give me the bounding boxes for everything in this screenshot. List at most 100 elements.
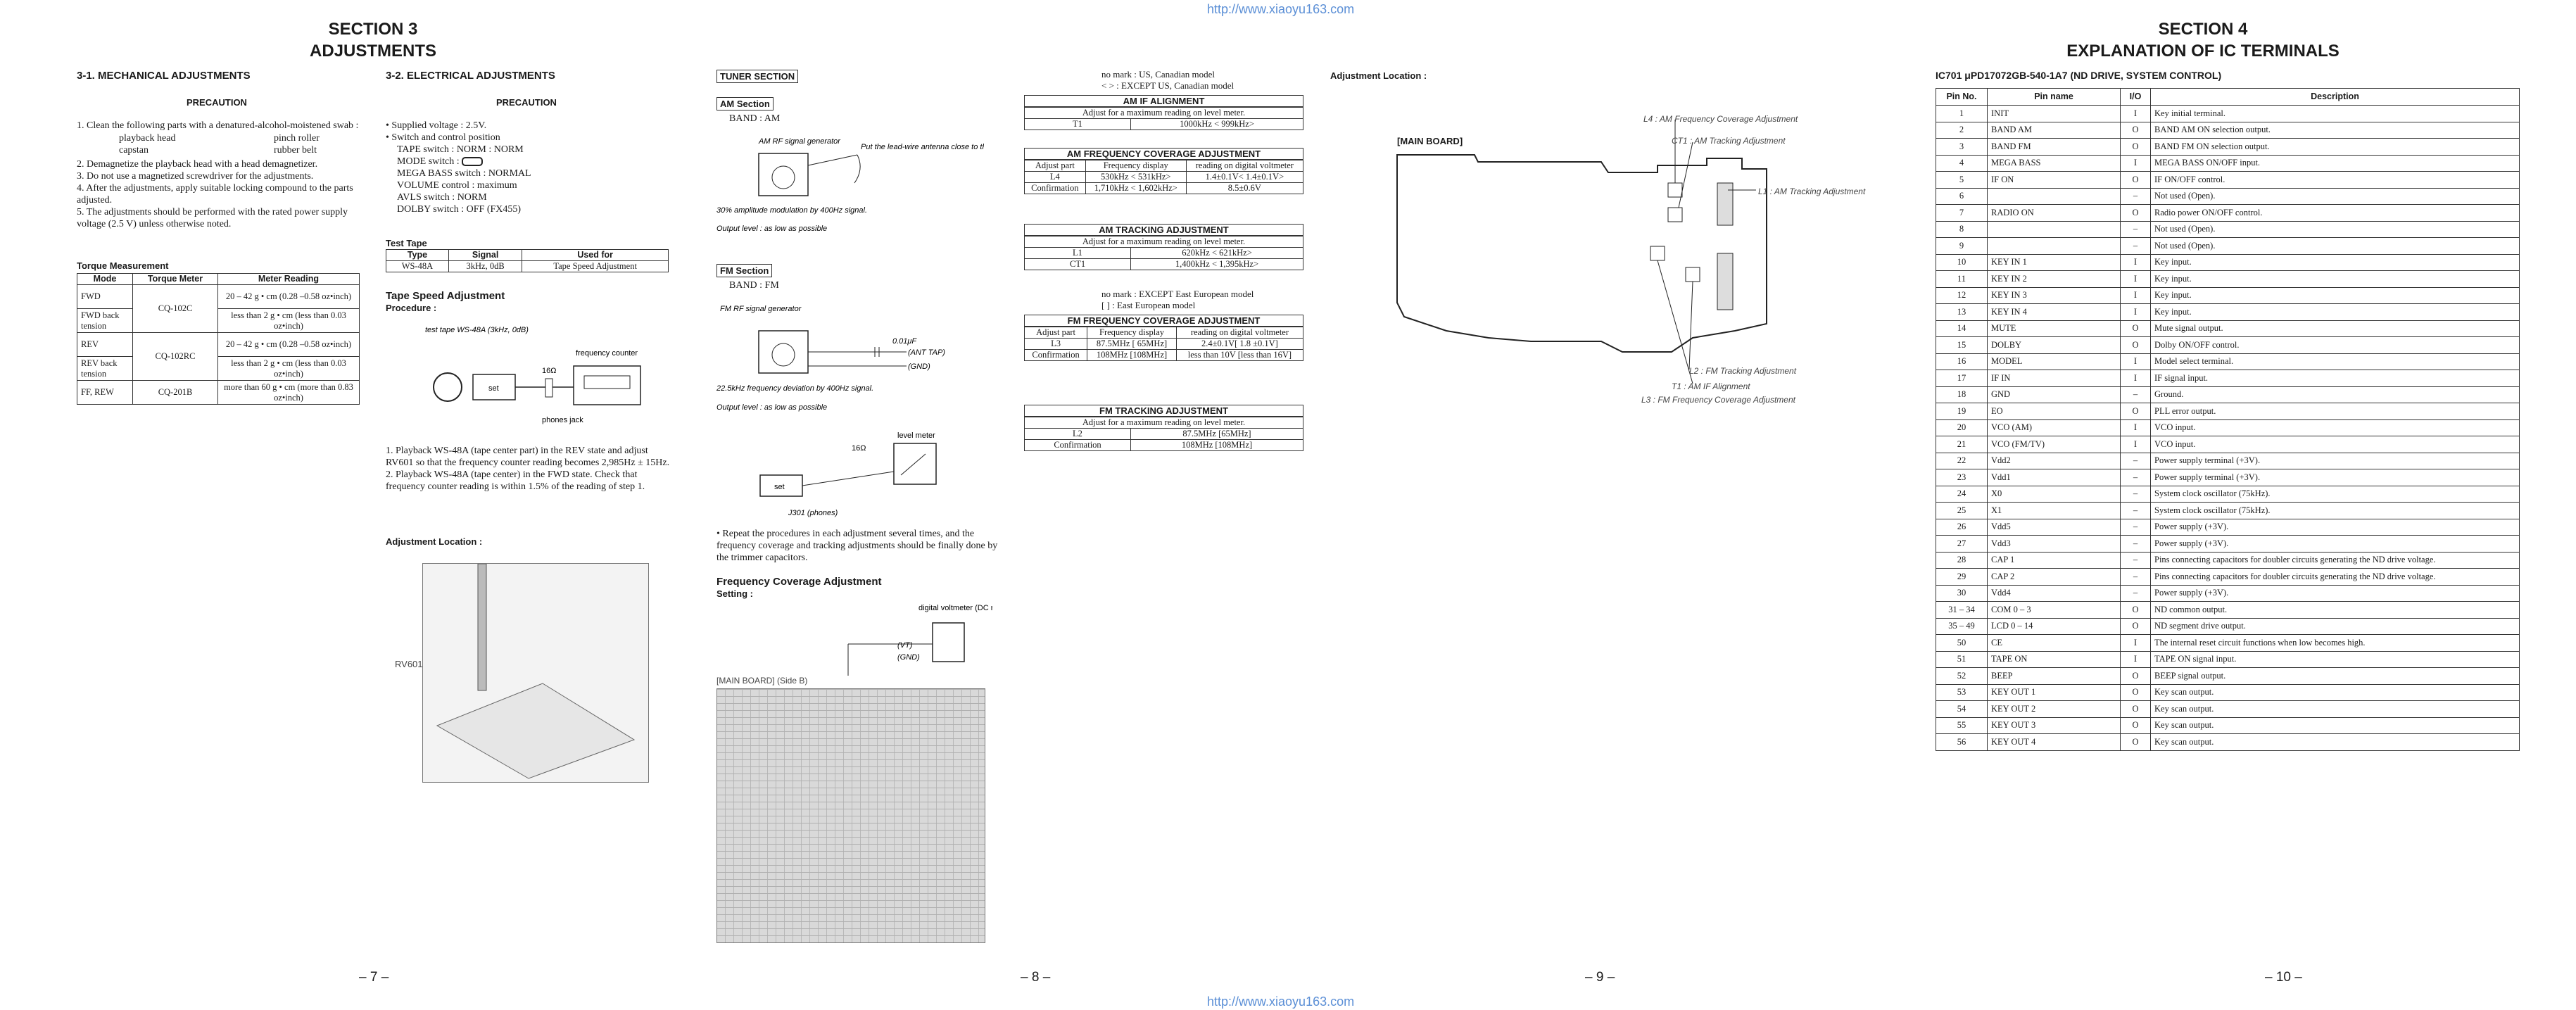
table-cell: reading on digital voltmeter (1175, 327, 1304, 339)
am-if-sub: Adjust for a maximum reading on level me… (1024, 107, 1303, 119)
fm-setup-figure: FM RF signal generator 0.01μF (ANT TAP) … (716, 305, 945, 412)
main-board-outline (1396, 120, 1767, 384)
page-number-10: – 10 – (2265, 970, 2302, 985)
table-cell: O (2120, 667, 2151, 685)
part-playback-head: playback head (119, 133, 176, 144)
table-cell: ND segment drive output. (2150, 617, 2520, 635)
table-cell: 18 (1936, 386, 1988, 403)
section3-line2: ADJUSTMENTS (309, 42, 436, 61)
torque-title: Torque Measurement (77, 260, 169, 271)
section3-line1: SECTION 3 (328, 20, 418, 39)
am-setup-figure: AM RF signal generator Put the lead-wire… (716, 137, 984, 233)
table-cell: I (2120, 303, 2151, 321)
table-cell: O (2120, 336, 2151, 354)
table-cell: L2 (1024, 428, 1131, 440)
table-cell: 2 (1936, 121, 1988, 139)
footer-url[interactable]: http://www.xiaoyu163.com (1207, 995, 1355, 1009)
header-url[interactable]: http://www.xiaoyu163.com (1207, 2, 1355, 16)
tuner-title: TUNER SECTION (716, 70, 799, 83)
part-rubber-belt: rubber belt (274, 145, 317, 156)
table-cell: KEY OUT 1 (1987, 683, 2121, 701)
table-cell: – (2120, 386, 2151, 403)
table-cell: Key scan output. (2150, 733, 2520, 751)
table-cell: – (2120, 220, 2151, 238)
page-number-8: – 8 – (1021, 970, 1051, 985)
table-cell: 1000kHz < 999kHz> (1130, 118, 1303, 130)
speed-steps: 1. Playback WS-48A (tape center part) in… (386, 445, 671, 493)
table-cell: Power supply (+3V). (2150, 584, 2520, 602)
table-cell: – (2120, 469, 2151, 486)
table-cell: Key initial terminal. (2150, 105, 2520, 122)
table-cell: – (2120, 584, 2151, 602)
table-cell: 8.5±0.6V (1185, 182, 1304, 194)
mech-item-5: 5. The adjustments should be performed w… (77, 207, 348, 229)
am-if-title: AM IF ALIGNMENT (1024, 95, 1303, 107)
table-cell: Vdd3 (1987, 535, 2121, 553)
pin-header-name: Pin name (1987, 88, 2121, 106)
table-cell: BAND AM ON selection output. (2150, 121, 2520, 139)
pin-header-desc: Description (2150, 88, 2520, 106)
table-cell: CQ-201B (132, 380, 218, 405)
fm-section-label: FM Section (716, 264, 773, 277)
mech-parts: playback head pinch roller capstan rubbe… (119, 132, 362, 156)
table-cell: 16 (1936, 353, 1988, 370)
table-cell: O (2120, 403, 2151, 420)
table-cell: Power supply (+3V). (2150, 535, 2520, 553)
fm-fc-title: FM FREQUENCY COVERAGE ADJUSTMENT (1024, 315, 1303, 327)
table-cell: 108MHz [108MHz] (1087, 349, 1177, 361)
table-cell: 21 (1936, 436, 1988, 453)
table-cell: I (2120, 436, 2151, 453)
table-cell: – (2120, 568, 2151, 586)
fm-fc-block: FM FREQUENCY COVERAGE ADJUSTMENT Adjust … (1023, 315, 1304, 361)
am-gen-label: AM RF signal generator (758, 137, 841, 146)
fm-note-1: 22.5kHz frequency deviation by 400Hz sig… (716, 384, 873, 393)
table-cell: CAP 1 (1987, 551, 2121, 569)
am-if-block: AM IF ALIGNMENT Adjust for a maximum rea… (1024, 95, 1303, 130)
table-cell: WS-48A (386, 260, 449, 272)
elec-precaution: PRECAUTION (496, 97, 557, 108)
table-cell: BEEP (1987, 667, 2121, 685)
table-cell: I (2120, 419, 2151, 436)
table-cell: 9 (1936, 237, 1988, 255)
table-cell: less than 10V [less than 16V] (1175, 349, 1304, 361)
table-row: 8–Not used (Open). (1936, 220, 2520, 238)
fm-track-title: FM TRACKING ADJUSTMENT (1024, 405, 1303, 417)
table-cell: Radio power ON/OFF control. (2150, 204, 2520, 222)
table-cell: IF IN (1987, 370, 2121, 387)
table-cell: less than 2 g • cm (less than 0.03 oz•in… (217, 308, 360, 333)
table-cell: Not used (Open). (2150, 237, 2520, 255)
table-cell: 6 (1936, 187, 1988, 205)
fm-dial-icon (771, 343, 795, 367)
level-meter-label: level meter (897, 431, 935, 440)
table-cell: 1.4±0.1V< 1.4±0.1V> (1185, 171, 1304, 183)
frequency-counter-box (573, 365, 641, 405)
p9-label-l2: L2 : FM Tracking Adjustment (1689, 366, 1797, 376)
table-cell: CQ-102C (132, 284, 218, 333)
fm-gen-label: FM RF signal generator (720, 305, 802, 313)
switch-avls: AVLS switch : NORM (397, 192, 487, 203)
table-cell: REV back tension (77, 356, 133, 381)
table-cell: I (2120, 154, 2151, 172)
am-track-sub: Adjust for a maximum reading on level me… (1024, 236, 1303, 248)
table-cell: Vdd2 (1987, 452, 2121, 469)
table-cell: Vdd5 (1987, 518, 2121, 536)
table-cell: Not used (Open). (2150, 220, 2520, 238)
table-cell: BAND FM ON selection output. (2150, 138, 2520, 156)
table-cell: IF ON (1987, 171, 2121, 189)
table-cell: 11 (1936, 270, 1988, 288)
test-tape-table: Type Signal Used for WS-48A 3kHz, 0dB Ta… (386, 249, 669, 272)
table-cell: ND common output. (2150, 601, 2520, 619)
table-cell: 19 (1936, 403, 1988, 420)
table-cell: 530kHz < 531kHz> (1085, 171, 1187, 183)
adj-location-9: Adjustment Location : (1330, 70, 1427, 81)
p9-label-l3: L3 : FM Frequency Coverage Adjustment (1641, 395, 1795, 405)
